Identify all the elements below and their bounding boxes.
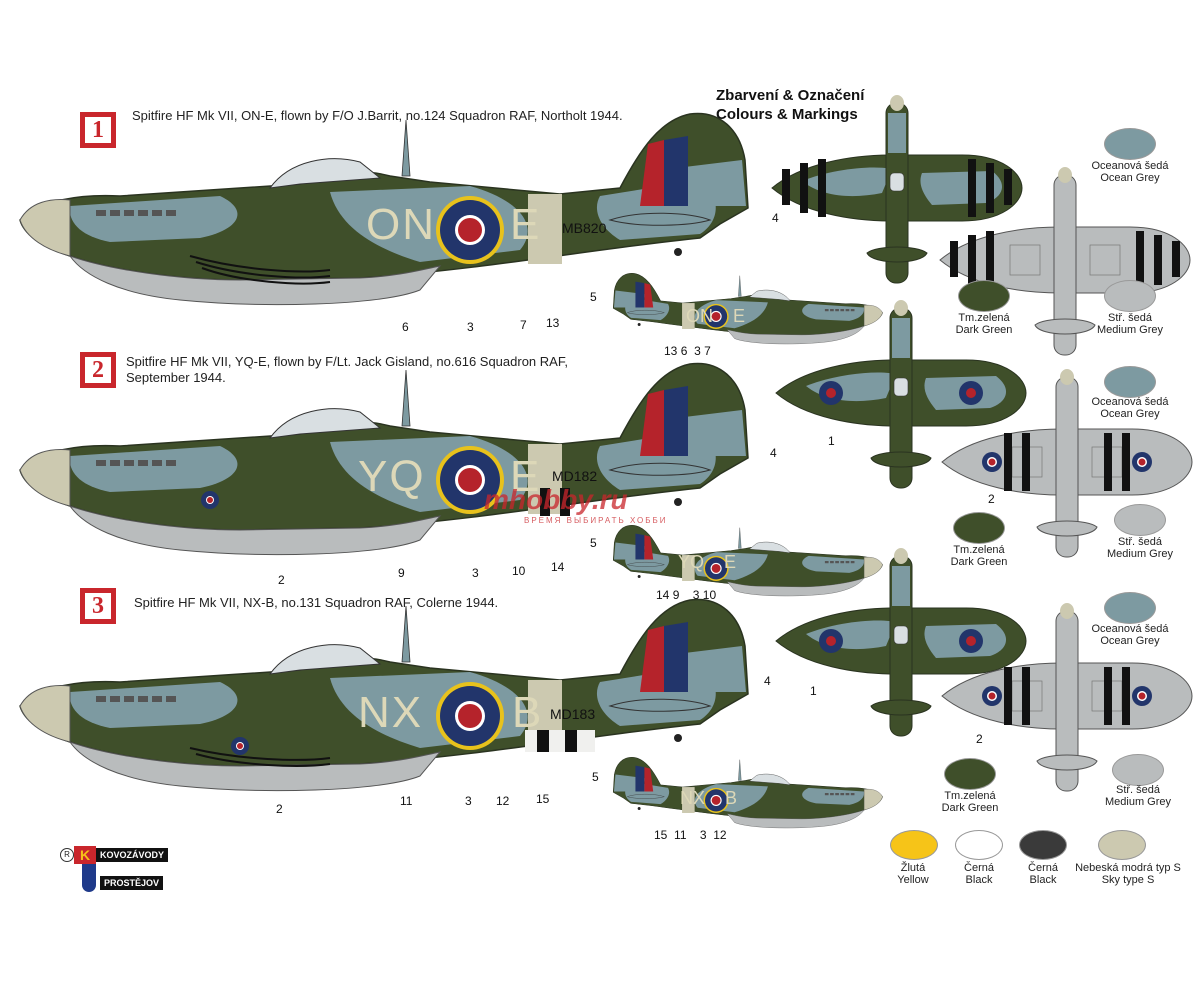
scheme-2-badge: 2 <box>80 352 116 388</box>
callout: 9 <box>398 566 405 580</box>
swatch-medium-grey <box>1114 504 1166 536</box>
scheme-3-side-view <box>19 598 749 792</box>
callout: 15 <box>536 792 550 806</box>
callout: 4 <box>772 211 779 225</box>
scheme-3-serial: MD183 <box>550 706 596 722</box>
callout: 2 <box>976 732 983 746</box>
logo-k: K <box>74 846 96 864</box>
swatch-dark-green <box>958 280 1010 312</box>
scheme-1-upper-view <box>771 94 1023 284</box>
scheme-2-caption: Spitfire HF Mk VII, YQ-E, flown by F/Lt.… <box>126 354 568 385</box>
scheme-2-code-right: E <box>510 452 540 501</box>
callout: 11 <box>400 794 413 808</box>
callout: 7 <box>520 318 527 332</box>
scheme-3-small-code: NX B <box>680 788 738 808</box>
registered-mark: R <box>60 848 74 862</box>
scheme-3-upper-view <box>775 547 1027 737</box>
title-en: Colours & Markings <box>716 106 858 123</box>
scheme-3-code-left: NX <box>358 688 424 737</box>
watermark-tagline: ВРЕМЯ ВЫБИРАТЬ ХОББИ <box>524 516 668 525</box>
swatch-ocean-grey <box>1104 366 1156 398</box>
swatch-dark-green <box>953 512 1005 544</box>
kovozavody-logo: R K KOVOZÁVODY PROSTĚJOV <box>60 846 190 894</box>
callout: 1 <box>828 434 835 448</box>
swatch-medium-grey <box>1104 280 1156 312</box>
callout: 2 <box>988 492 995 506</box>
title-cz: Zbarvení & Označení <box>716 87 865 104</box>
callout: 5 <box>592 770 599 784</box>
logo-bottom-text: PROSTĚJOV <box>100 876 164 890</box>
callout: 1 <box>810 684 817 698</box>
swatch-medium-grey <box>1112 754 1164 786</box>
swatch-ocean-grey <box>1104 592 1156 624</box>
callout: 3 <box>465 794 472 808</box>
callout: 2 <box>278 573 285 587</box>
logo-shield <box>82 864 96 892</box>
scheme-2-side-view <box>19 362 749 556</box>
scheme-2-serial: MD182 <box>552 468 598 484</box>
watermark: mhobby.ru ВРЕМЯ ВЫБИРАТЬ ХОББИ <box>484 484 668 525</box>
callout: 5 <box>590 290 597 304</box>
callout: 6 <box>402 320 409 334</box>
scheme-3-small-side <box>612 757 883 829</box>
scheme-2-under-view <box>941 368 1193 558</box>
scheme-1-side-view <box>19 112 749 306</box>
scheme-2-small-code: YQ E <box>678 552 737 572</box>
callout: 3 <box>467 320 474 334</box>
callout: 12 <box>496 794 510 808</box>
callout: 13 6 3 7 <box>664 344 711 358</box>
scheme-1-code-left: ON <box>366 200 436 249</box>
scheme-3-caption: Spitfire HF Mk VII, NX-B, no.131 Squadro… <box>134 595 499 610</box>
scheme-2-code-left: YQ <box>358 452 426 501</box>
swatch-black <box>1019 830 1067 860</box>
callout: 5 <box>590 536 597 550</box>
scheme-1-small-side <box>612 273 883 345</box>
swatch-sky <box>1098 830 1146 860</box>
logo-top-text: KOVOZÁVODY <box>96 848 169 862</box>
scheme-1-badge: 1 <box>80 112 116 148</box>
swatch-white <box>955 830 1003 860</box>
scheme-3-badge: 3 <box>80 588 116 624</box>
swatch-ocean-grey <box>1104 128 1156 160</box>
scheme-1-under-view <box>939 166 1191 356</box>
scheme-3-under-view <box>941 602 1193 792</box>
scheme-1-code-right: E <box>510 200 540 249</box>
scheme-1-small-code: ON E <box>686 306 746 326</box>
callout: 15 11 3 12 <box>654 828 727 842</box>
callout: 3 <box>472 566 479 580</box>
watermark-brand: mhobby.ru <box>484 484 628 515</box>
scheme-1-caption: Spitfire HF Mk VII, ON-E, flown by F/O J… <box>132 108 623 123</box>
scheme-1-serial: MB820 <box>562 220 607 236</box>
scheme-3-code-right: B <box>512 688 542 737</box>
swatch-dark-green <box>944 758 996 790</box>
callout: 14 <box>551 560 565 574</box>
scheme-2-upper-view <box>775 299 1027 489</box>
callout: 4 <box>764 674 771 688</box>
callout: 13 <box>546 316 560 330</box>
callout: 2 <box>276 802 283 816</box>
callout: 14 9 3 10 <box>656 588 717 602</box>
colours-title: Zbarvení & Označení Colours & Markings <box>716 86 864 124</box>
swatch-yellow <box>890 830 938 860</box>
scheme-2-small-side <box>612 525 883 597</box>
callout: 4 <box>770 446 777 460</box>
callout: 10 <box>512 564 526 578</box>
